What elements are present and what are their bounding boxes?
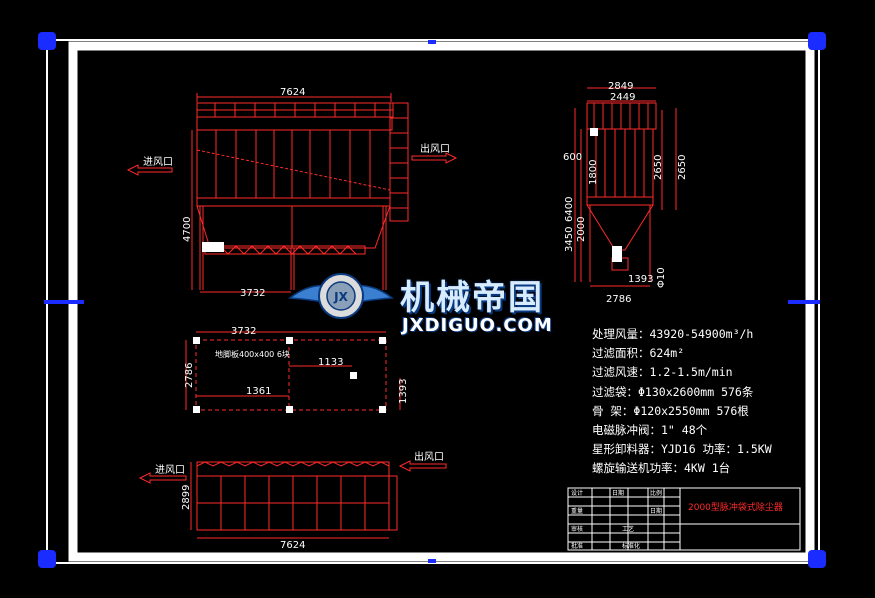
footplate xyxy=(379,337,386,344)
tb-cell: 比例 xyxy=(650,489,662,497)
spec-line: 电磁脉冲阀：1" 48个 xyxy=(592,422,708,437)
dim-side-2650a: 2650 xyxy=(653,155,664,180)
grip-mid-left[interactable] xyxy=(44,300,84,304)
watermark-emblem: JX xyxy=(288,273,394,319)
watermark-cn: 机械帝国 xyxy=(400,278,544,318)
grip-mid-top[interactable] xyxy=(428,40,436,44)
dim-front-bottom: 3732 xyxy=(240,288,265,299)
lower-dimension-text: 2899 7624 进风口 出风口 xyxy=(155,450,444,551)
dim-front-width: 7624 xyxy=(280,87,305,98)
footplate xyxy=(350,372,357,379)
front-elevation xyxy=(126,93,458,293)
dim-front-height: 4700 xyxy=(182,217,193,242)
label-inlet-lower: 进风口 xyxy=(155,464,185,476)
watermark-en: JXDIGUO.COM xyxy=(402,315,553,336)
drive-motor xyxy=(202,242,224,252)
dim-plan-top: 3732 xyxy=(231,326,256,337)
title-block-title: 2000型脉冲袋式除尘器 xyxy=(688,501,783,513)
tb-cell: 日期 xyxy=(650,507,662,515)
dim-side-6400: 6400 xyxy=(564,197,575,222)
tb-cell: 重量 xyxy=(571,507,583,515)
dim-lower-left: 2899 xyxy=(181,485,192,510)
label-outlet-top: 出风口 xyxy=(420,142,450,155)
footplate xyxy=(193,337,200,344)
dim-side-top-inner: 2449 xyxy=(610,92,635,103)
tb-cell: 审核 xyxy=(571,525,583,533)
tb-cell: 批准 xyxy=(571,542,583,550)
dim-side-600: 600 xyxy=(563,152,582,163)
tb-cell: 工艺 xyxy=(622,525,634,533)
grip-mid-right[interactable] xyxy=(788,300,820,304)
dim-side-2650b: 2650 xyxy=(677,155,688,180)
technical-specs: 处理风量：43920-54900m³/h 过滤面积：624m² 过滤风速：1.2… xyxy=(592,326,772,480)
dim-side-bottom: 2786 xyxy=(606,294,631,305)
dim-side-top-outer: 2849 xyxy=(608,81,633,92)
spec-line: 过滤风速：1.2-1.5m/min xyxy=(592,365,733,380)
dim-lower-bottom: 7624 xyxy=(280,540,305,551)
side-elevation xyxy=(574,87,677,287)
footplate xyxy=(193,406,200,413)
footplate xyxy=(286,337,293,344)
grip-bottom-left[interactable] xyxy=(38,550,56,568)
tb-cell: 设计 xyxy=(571,489,583,497)
spec-line: 过滤袋：Φ130x2600mm 576条 xyxy=(592,384,754,399)
spec-line: 骨 架：Φ120x2550mm 576根 xyxy=(592,403,749,418)
dim-plan-1361: 1361 xyxy=(246,386,271,397)
spec-line: 螺旋输送机功率：4KW 1台 xyxy=(592,461,731,476)
lower-elevation xyxy=(138,460,447,539)
dim-plan-1133: 1133 xyxy=(318,357,343,368)
footplate xyxy=(286,406,293,413)
title-block xyxy=(567,487,801,551)
spec-line: 处理风量：43920-54900m³/h xyxy=(592,327,754,341)
dim-side-1800: 1800 xyxy=(588,160,599,185)
emblem-badge-text: JX xyxy=(333,290,348,304)
label-outlet-lower: 出风口 xyxy=(414,450,444,463)
spec-line: 星形卸料器：YJD16 功率：1.5KW xyxy=(592,442,772,457)
spec-line: 过滤面积：624m² xyxy=(592,346,685,361)
grip-mid-bottom[interactable] xyxy=(428,559,436,563)
side-discharge xyxy=(612,246,622,262)
selection-grips[interactable] xyxy=(38,32,826,568)
watermark-text: 机械帝国 JXDIGUO.COM xyxy=(400,270,553,336)
side-valve xyxy=(590,128,598,136)
tb-cell: 日期 xyxy=(612,489,624,497)
grip-top-right[interactable] xyxy=(808,32,826,50)
dim-plan-left: 2786 xyxy=(184,363,195,388)
tb-cell: 标准化 xyxy=(622,542,640,550)
front-dimension-text: 7624 3732 4700 进风口 出风口 xyxy=(143,87,450,299)
side-dimension-text: 2849 2449 600 1800 2650 2650 6400 3450 2… xyxy=(563,81,688,305)
footplate xyxy=(379,406,386,413)
plan-footplates xyxy=(193,337,386,413)
grip-top-left[interactable] xyxy=(38,32,56,50)
dim-side-1393: 1393 xyxy=(628,274,653,285)
dim-side-2000: 2000 xyxy=(576,217,587,242)
plan-note: 地脚板400x400 6块 xyxy=(215,349,290,359)
grip-bottom-right[interactable] xyxy=(808,550,826,568)
dim-plan-right: 1393 xyxy=(398,379,409,404)
label-inlet-left: 进风口 xyxy=(143,156,173,168)
dim-side-3450: 3450 xyxy=(564,227,575,252)
dim-side-610: Φ10 xyxy=(656,267,667,288)
plan-view xyxy=(185,331,401,411)
title-block-cells: 设计 日期 比例 重量 日期 审核 工艺 批准 标准化 xyxy=(571,489,662,550)
plan-dimension-text: 3732 2786 1133 1361 1393 地脚板400x400 6块 xyxy=(184,326,409,404)
